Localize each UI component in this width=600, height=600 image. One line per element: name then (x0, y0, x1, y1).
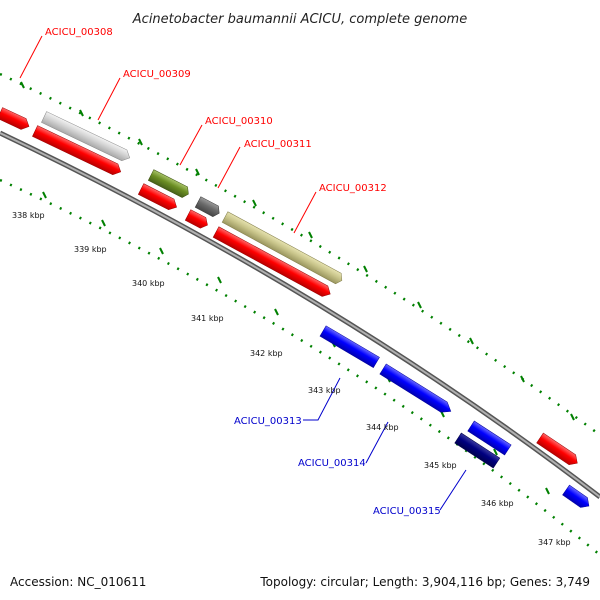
accession-text: Accession: NC_010611 (10, 575, 146, 589)
gene-forward-inner-4[interactable] (212, 226, 333, 300)
tick-label: 344 kbp (366, 423, 399, 432)
tick-label: 342 kbp (250, 349, 283, 358)
tick-label: 343 kbp (308, 386, 341, 395)
gene-label-00315: ACICU_00315 (373, 506, 441, 517)
callout-lines-forward (19, 35, 317, 234)
gene-label-00311: ACICU_00311 (244, 139, 312, 150)
gene-forward-inner-3[interactable] (184, 209, 210, 231)
gene-00311[interactable] (194, 196, 222, 219)
gene-00312[interactable] (221, 211, 345, 286)
tick-label: 345 kbp (424, 461, 457, 470)
gene-label-00308: ACICU_00308 (45, 27, 113, 38)
gene-label-00313: ACICU_00313 (234, 416, 302, 427)
gene-00309[interactable] (41, 111, 132, 164)
gene-forward-right[interactable] (536, 432, 581, 468)
genome-backbone-highlight (0, 132, 600, 498)
gene-00310[interactable] (147, 169, 191, 200)
gene-label-00310: ACICU_00310 (205, 116, 273, 127)
gene-forward-inner-1[interactable] (32, 125, 123, 178)
tick-label: 346 kbp (481, 499, 514, 508)
gene-label-00309: ACICU_00309 (123, 69, 191, 80)
gene-00308-outer[interactable] (0, 107, 32, 132)
callout-lines-reverse (303, 377, 467, 511)
gene-label-00314: ACICU_00314 (298, 458, 366, 469)
gene-00314[interactable] (379, 363, 454, 417)
gene-reverse-right[interactable] (562, 484, 593, 511)
tick-label: 340 kbp (132, 279, 165, 288)
tick-label: 339 kbp (74, 245, 107, 254)
topology-text: Topology: circular; Length: 3,904,116 bp… (259, 575, 590, 589)
gene-00315[interactable] (454, 432, 501, 469)
outer-major-ticks (20, 81, 575, 421)
tick-label: 341 kbp (191, 314, 224, 323)
genome-backbone (0, 130, 600, 499)
tick-label: 347 kbp (538, 538, 571, 547)
gene-00313[interactable] (319, 325, 380, 368)
tick-label: 338 kbp (12, 211, 45, 220)
gene-forward-inner-2[interactable] (137, 183, 179, 213)
gene-reverse-outer[interactable] (467, 420, 512, 456)
gene-label-00312: ACICU_00312 (319, 183, 387, 194)
map-title: Acinetobacter baumannii ACICU, complete … (132, 12, 467, 27)
